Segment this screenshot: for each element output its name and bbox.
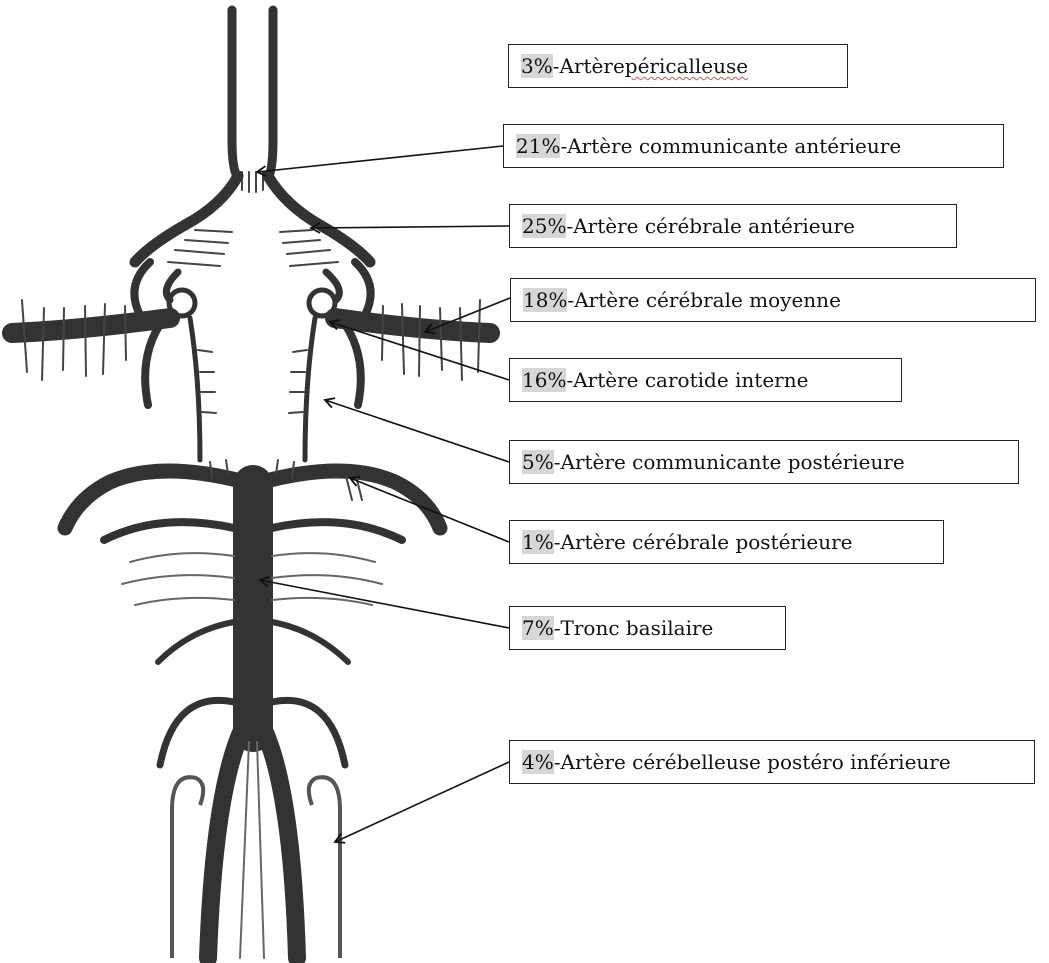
- percent-value: 25%: [522, 214, 566, 238]
- label-separator: -: [554, 616, 561, 640]
- anterior-inferior-cerebellar-left: [158, 622, 234, 662]
- label-text: Artère: [560, 54, 625, 78]
- label-tronc-basilaire: 7% - Tronc basilaire: [509, 606, 786, 650]
- arrow-communicante-anterieure: [257, 146, 503, 172]
- label-text: Artère carotide interne: [573, 368, 808, 392]
- pericallosal-artery-right: [268, 10, 273, 178]
- label-text: Artère cérébrale postérieure: [561, 530, 853, 554]
- middle-cerebral-artery-left: [12, 318, 170, 333]
- arrow-communicante-posterieure: [325, 400, 509, 462]
- superior-cerebellar-left: [104, 522, 234, 540]
- pericallosal-artery-left: [232, 10, 238, 178]
- arrow-cerebelleuse-posteroinferieure: [335, 762, 509, 842]
- label-cerebrale-anterieure: 25% - Artère cérébrale antérieure: [509, 204, 957, 248]
- posterior-inferior-cerebellar-right: [272, 700, 345, 765]
- percent-value: 3%: [521, 54, 553, 78]
- label-carotide-interne: 16% - Artère carotide interne: [509, 358, 902, 402]
- spellcheck-word: péricalleuse: [625, 54, 748, 78]
- label-text: Artère cérébrale antérieure: [573, 214, 855, 238]
- percent-value: 16%: [522, 368, 566, 392]
- label-text: Artère cérébrale moyenne: [574, 288, 841, 312]
- callout-arrows: [257, 146, 510, 842]
- label-text: Artère communicante postérieure: [561, 450, 905, 474]
- arrow-cerebrale-anterieure: [311, 226, 509, 228]
- anterior-cerebral-artery-right: [268, 176, 370, 262]
- vertebral-artery-right: [263, 728, 297, 958]
- percent-value: 4%: [522, 750, 554, 774]
- vertebral-artery-left: [208, 728, 243, 958]
- bottom-loop-left: [172, 777, 203, 958]
- anterior-cerebral-artery-left: [135, 176, 238, 262]
- posterior-communicating-twigs: [198, 350, 307, 413]
- percent-value: 21%: [516, 134, 560, 158]
- label-separator: -: [554, 750, 561, 774]
- label-text: Artère cérébelleuse postéro inférieure: [561, 750, 951, 774]
- label-cerebelleuse-posteroinferieure: 4% - Artère cérébelleuse postéro inférie…: [509, 740, 1035, 784]
- anterior-loop-left: [134, 262, 150, 315]
- label-communicante-posterieure: 5% - Artère communicante postérieure: [509, 440, 1019, 484]
- arrow-tronc-basilaire: [260, 580, 509, 628]
- artery-drawing: [12, 10, 490, 958]
- posterior-cerebral-artery-left: [65, 471, 245, 528]
- lateral-branch-left: [145, 320, 163, 405]
- posterior-inferior-cerebellar-left: [160, 700, 234, 765]
- label-separator: -: [553, 54, 560, 78]
- anterior-inferior-cerebellar-right: [272, 622, 348, 662]
- anterior-spinal-artery: [240, 742, 264, 958]
- label-cerebrale-moyenne: 18% - Artère cérébrale moyenne: [510, 278, 1036, 322]
- label-text: Tronc basilaire: [561, 616, 714, 640]
- label-separator: -: [554, 530, 561, 554]
- percent-value: 7%: [522, 616, 554, 640]
- label-communicante-anterieure: 21% - Artère communicante antérieure: [503, 124, 1004, 168]
- label-separator: -: [554, 450, 561, 474]
- superior-cerebellar-right: [272, 522, 402, 540]
- bottom-loop-right: [309, 777, 340, 958]
- posterior-communicating-left: [190, 318, 200, 460]
- percent-value: 18%: [523, 288, 567, 312]
- label-cerebrale-posterieure: 1% - Artère cérébrale postérieure: [509, 520, 944, 564]
- label-pericalleuse: 3% - Artère péricalleuse: [508, 44, 848, 88]
- communicating-anterior-twigs: [242, 172, 263, 192]
- lateral-branch-right: [342, 320, 361, 405]
- anterior-loop-right: [355, 262, 371, 315]
- anterior-cerebral-twigs: [168, 230, 338, 266]
- label-text: Artère communicante antérieure: [567, 134, 901, 158]
- percent-value: 1%: [522, 530, 554, 554]
- posterior-communicating-right: [305, 318, 315, 460]
- percent-value: 5%: [522, 450, 554, 474]
